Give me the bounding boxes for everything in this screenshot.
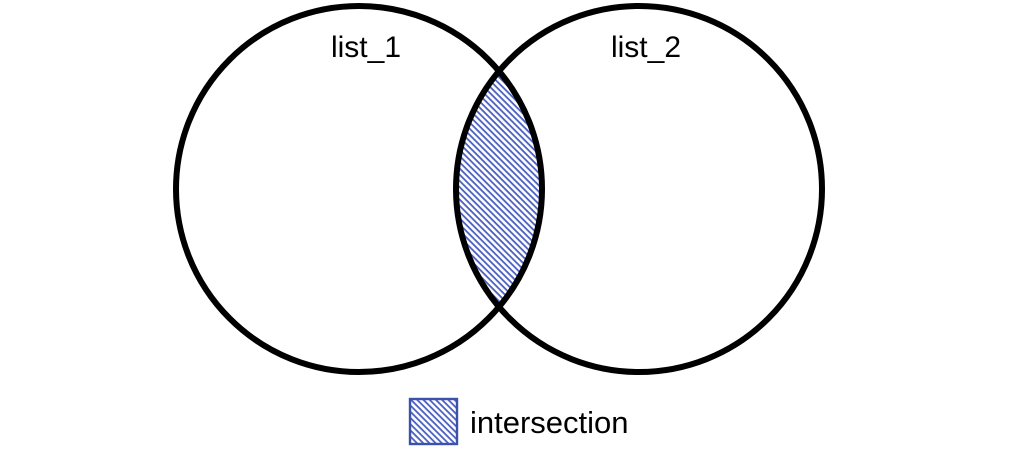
set-circle-list-2: [453, 3, 825, 375]
set-circle-list-1: [173, 3, 545, 375]
legend-hatch-swatch: [408, 397, 459, 446]
set-label-list-2: list_2: [611, 31, 681, 64]
set-label-list-1: list_1: [331, 31, 401, 64]
legend-label: intersection: [470, 405, 629, 440]
legend: intersection: [408, 397, 629, 446]
